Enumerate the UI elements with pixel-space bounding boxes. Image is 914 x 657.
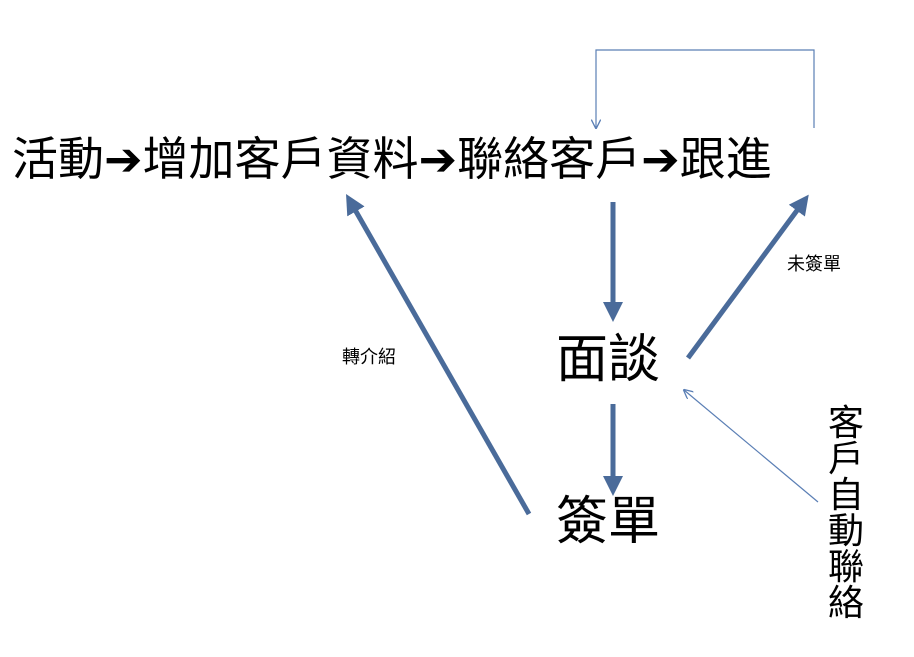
node-signing: 簽單: [556, 492, 661, 552]
flow-arrow-icon: ➔: [418, 132, 458, 186]
flow-row: 活動➔增加客戶資料➔聯絡客戶➔跟進: [12, 136, 772, 182]
step-activity: 活動: [12, 132, 104, 186]
label-referral: 轉介紹: [342, 347, 396, 368]
flow-arrow-icon: ➔: [641, 132, 680, 186]
loop-arrow-follow-to-contact: [596, 49, 815, 128]
arrow-interview-to-follow: [685, 194, 809, 360]
arrow-signing-to-add-data: [346, 194, 532, 516]
step-add-client-data: 增加客戶資料: [142, 132, 419, 186]
step-contact-client: 聯絡客戶: [457, 132, 642, 186]
flow-arrow-icon: ➔: [104, 132, 143, 186]
label-not-signed: 未簽單: [787, 254, 841, 275]
label-client-contact: 客戶自動聯絡: [827, 403, 864, 624]
arrow-client-contact-to-interview: [684, 390, 819, 503]
node-interview: 面談: [556, 330, 661, 390]
step-follow-up: 跟進: [679, 132, 772, 186]
